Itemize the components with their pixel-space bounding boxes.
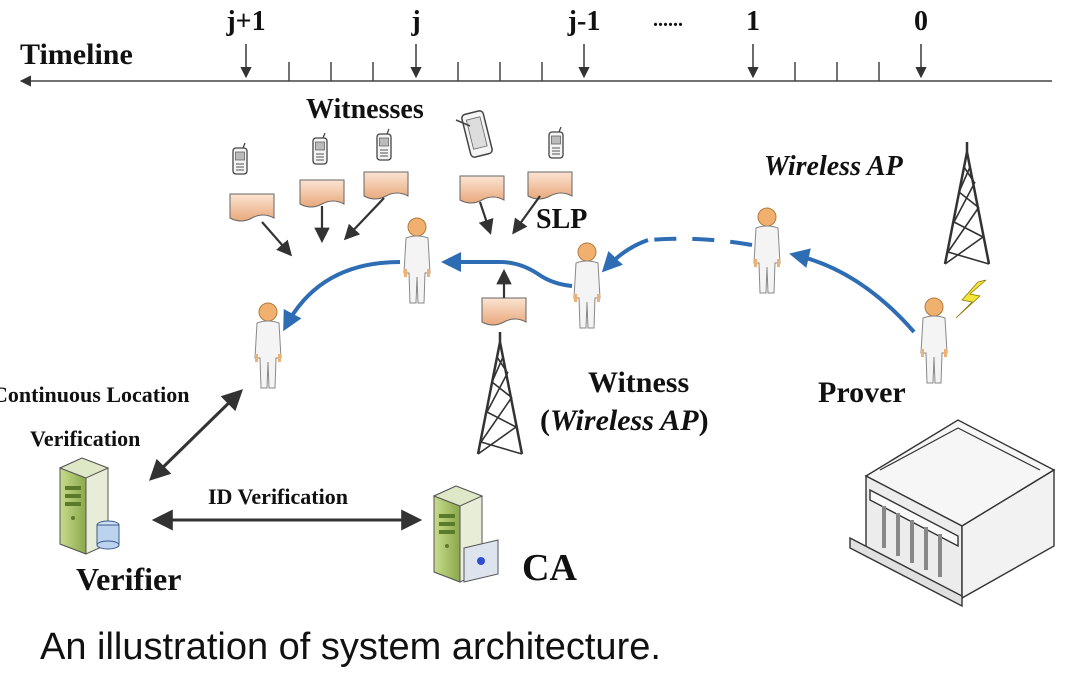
building-icon [849,419,1056,608]
slp-document-icon [459,175,505,204]
ca-label: CA [522,547,577,589]
figure-caption: An illustration of system architecture. [40,626,661,668]
slp-document-icon [299,179,345,208]
prover-label: Prover [818,376,906,409]
id-verification-label: ID Verification [208,484,348,509]
timeline-tick-label: j+1 [225,6,265,37]
continuous-verification-arrow [148,389,244,481]
person-icon [254,302,282,389]
witness-phone-icon [548,126,564,159]
slp-document-icon [527,171,573,200]
person-icon [573,242,601,329]
timeline-tick-label: 1 [746,6,760,37]
slp-document-icon [481,297,527,326]
timeline-minor-ticks [288,62,880,81]
witness-phone-icon [312,132,328,165]
witness-sub-label: (Wireless AP) [540,404,709,437]
continuous-location-label: Continuous Location [0,382,189,407]
witness-phone-icon [232,142,248,175]
lightning-icon [955,279,987,319]
timeline-tick-label: ...... [653,9,683,31]
timeline-tick-label: 0 [914,6,928,37]
timeline-tick-label: j-1 [567,6,601,37]
timeline-major-arrows [240,44,927,79]
timeline-tick-label: j [410,6,420,37]
verifier-label: Verifier [76,561,181,597]
witness-label: Witness [588,366,689,399]
slp-document-icon [229,193,275,222]
ca-server-icon [433,485,499,583]
timeline: Timeline j+1 j j-1 ...... 1 0 [19,6,1052,87]
timeline-label: Timeline [20,38,133,71]
verifier-server-icon [59,457,120,555]
wireless-ap-label: Wireless AP [764,151,904,182]
person-icon [753,207,781,294]
prover-person-icon [920,297,948,384]
wireless-ap-tower-icon [943,140,991,266]
slp-label: SLP [536,204,587,235]
movement-path [283,236,916,334]
person-icon [403,217,431,304]
witnesses-label: Witnesses [306,94,424,125]
slp-arrows [261,195,541,298]
witness-tablet-icon [455,110,493,158]
slp-document-icon [363,171,409,200]
witness-tower-icon [476,330,524,456]
verification-label: Verification [30,426,140,451]
witness-phone-icon [376,128,392,161]
